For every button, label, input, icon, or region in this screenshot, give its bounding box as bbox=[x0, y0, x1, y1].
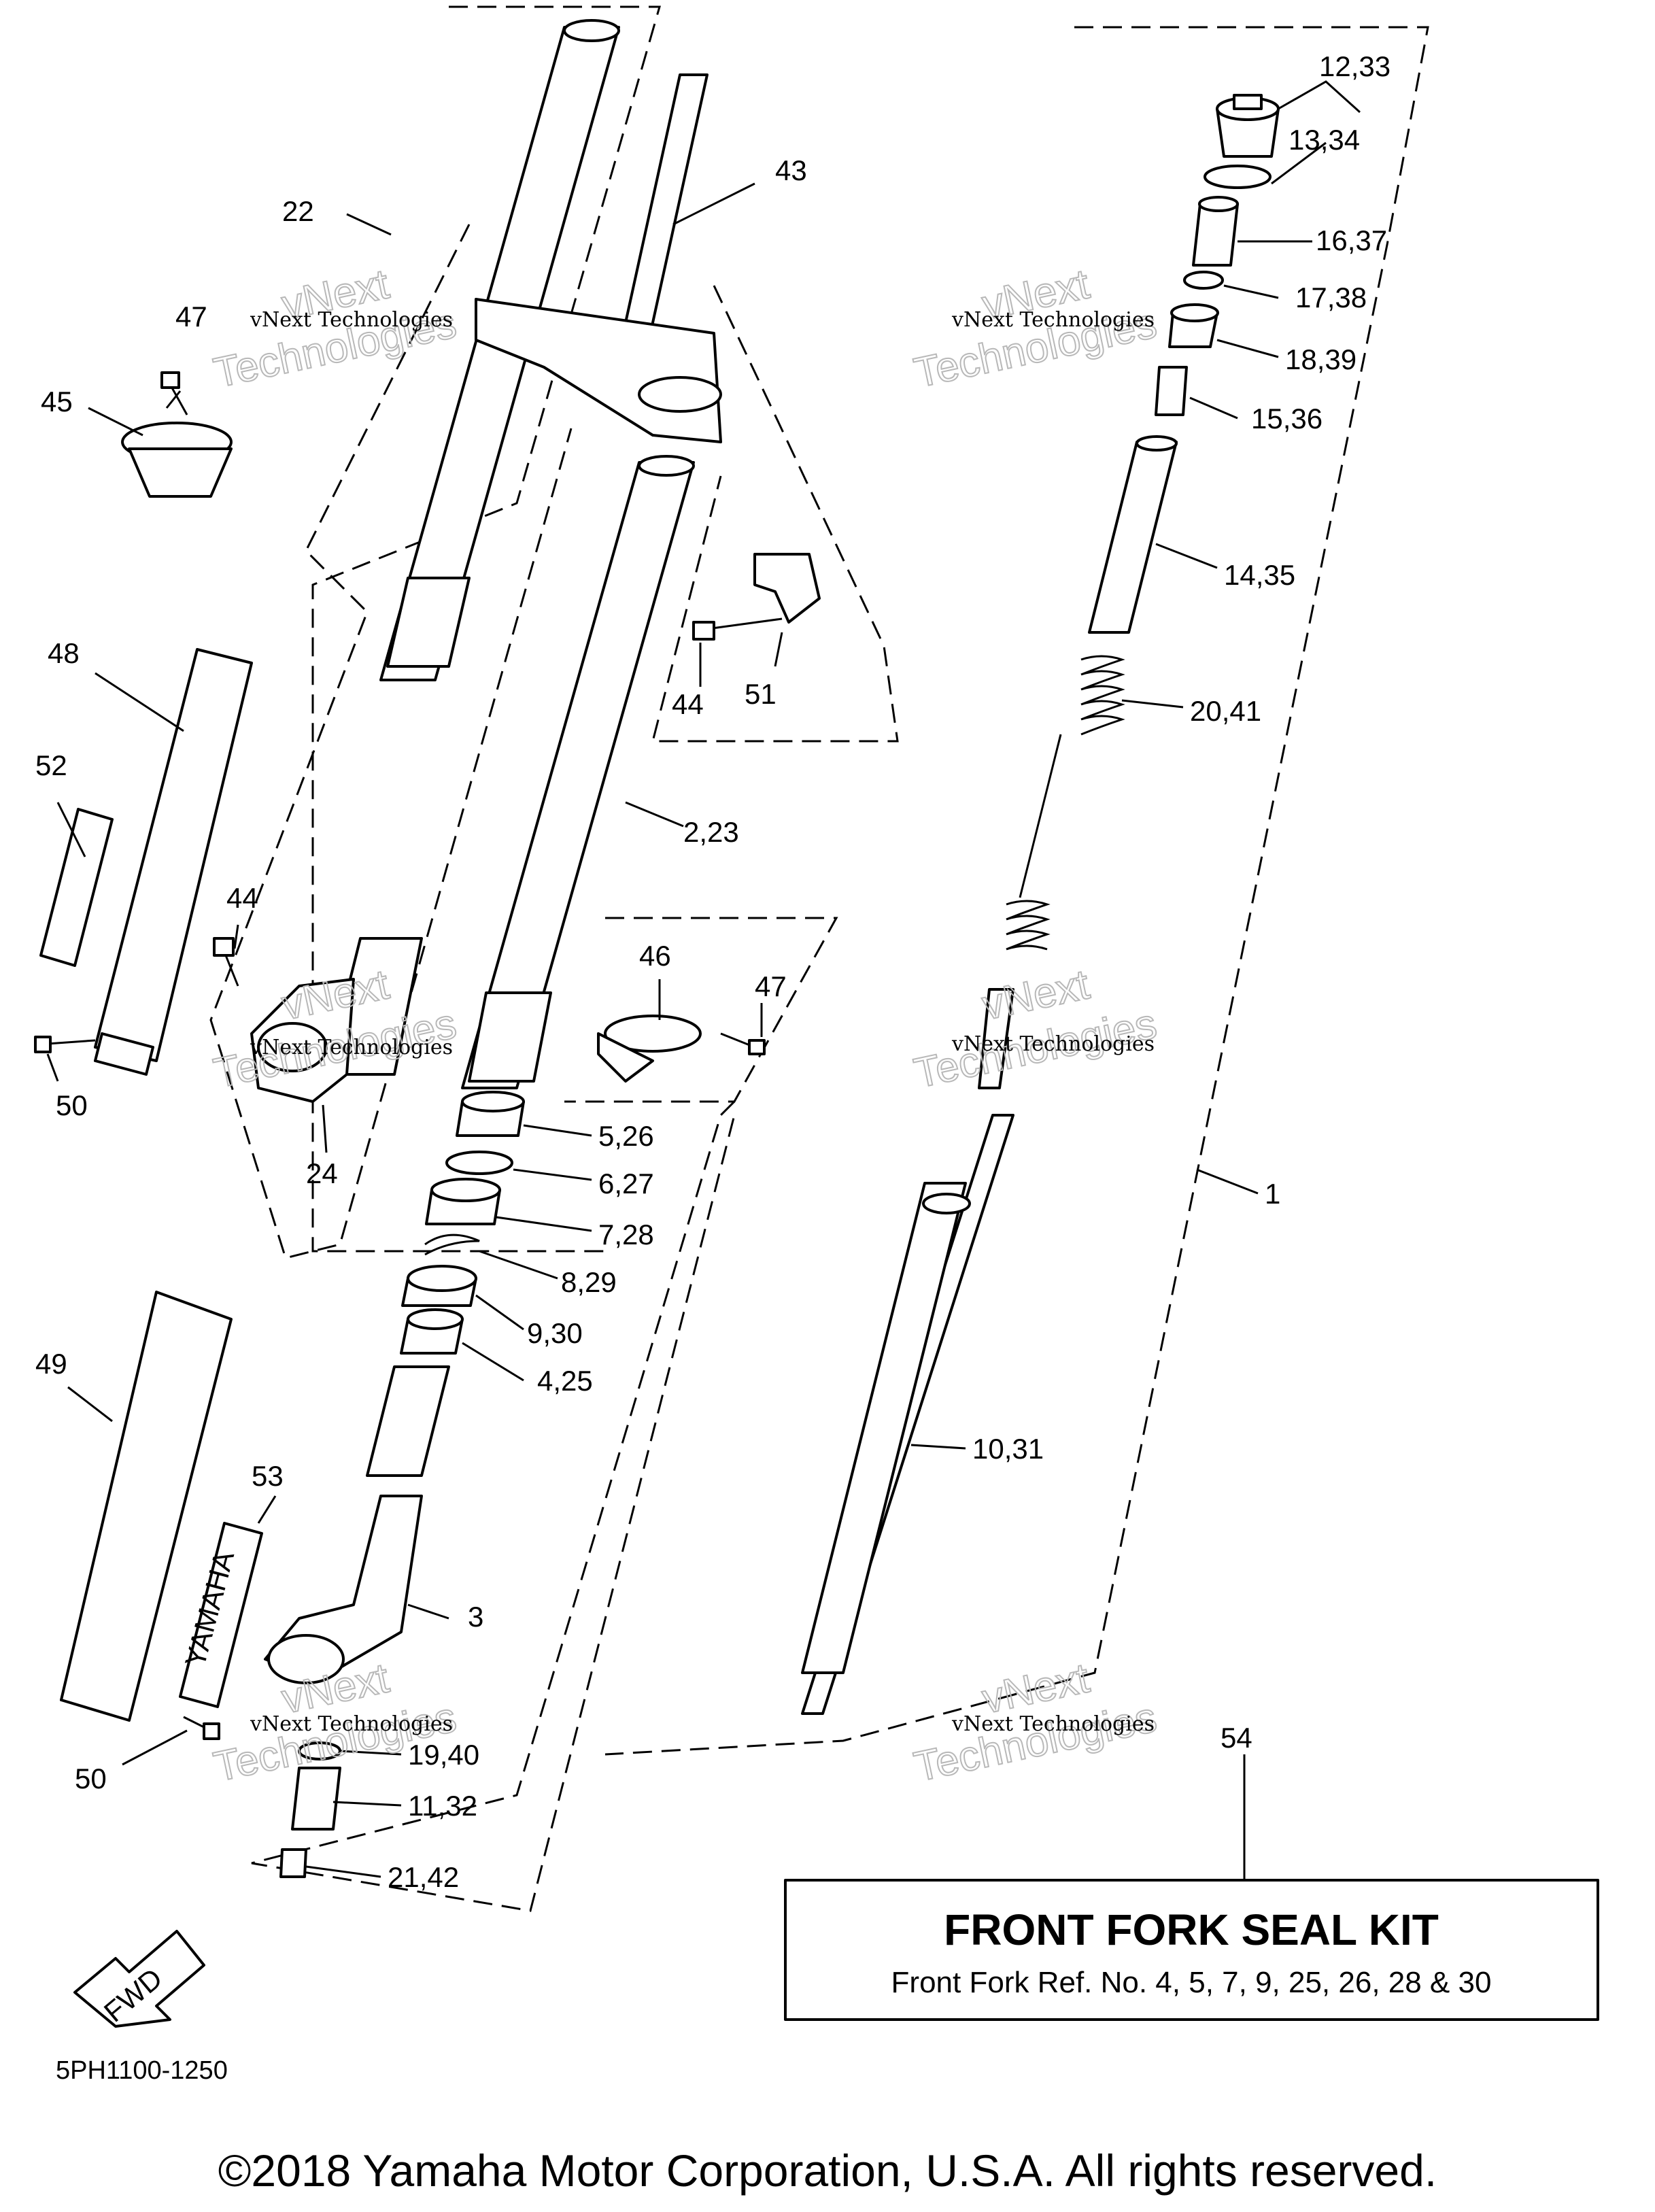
fork-spring bbox=[1006, 655, 1125, 951]
decal-53: YAMAHA bbox=[179, 1522, 263, 1708]
copyright-notice: ©2018 Yamaha Motor Corporation, U.S.A. A… bbox=[218, 2145, 1437, 2196]
callout-20-41: 20,41 bbox=[1190, 695, 1261, 727]
bolt-44-lower bbox=[213, 937, 239, 987]
group-outline-outer-tube bbox=[311, 5, 661, 1253]
group-outline-bracket-51 bbox=[651, 285, 899, 743]
watermark-text: vNext Technologies bbox=[250, 308, 453, 332]
fork-cap-spring bbox=[1192, 196, 1239, 267]
callout-44-lower: 44 bbox=[226, 882, 258, 914]
watermark-text: vNext Technologies bbox=[951, 1712, 1155, 1736]
watermark-text: vNext Technologies bbox=[250, 1036, 453, 1059]
piston-metal bbox=[400, 1308, 464, 1355]
bolt-44-upper bbox=[692, 617, 783, 641]
callout-11-32: 11,32 bbox=[408, 1790, 477, 1822]
callout-47-upper: 47 bbox=[175, 301, 207, 333]
callout-52: 52 bbox=[35, 749, 67, 781]
callout-43: 43 bbox=[775, 154, 807, 186]
callout-48: 48 bbox=[48, 637, 80, 669]
slide-bushing bbox=[456, 1091, 525, 1137]
fork-cap-bolt bbox=[1216, 94, 1280, 158]
callout-15-36: 15,36 bbox=[1251, 403, 1323, 435]
o-ring bbox=[1204, 165, 1272, 189]
callout-49: 49 bbox=[35, 1348, 67, 1380]
diagram-code: 5PH1100-1250 bbox=[56, 2056, 228, 2085]
bolt-50-upper bbox=[34, 1036, 96, 1053]
callout-24: 24 bbox=[306, 1157, 338, 1189]
inner-tube bbox=[461, 455, 695, 1089]
hose-guide-45 bbox=[121, 390, 233, 498]
leader-lines bbox=[46, 80, 1361, 1880]
spring-collar bbox=[1168, 303, 1219, 348]
seal-kit-title: FRONT FORK SEAL KIT bbox=[944, 1905, 1439, 1954]
seal-kit-box: FRONT FORK SEAL KIT Front Fork Ref. No. … bbox=[784, 1879, 1599, 2021]
fwd-arrow-icon: FWD bbox=[73, 1930, 205, 2028]
callout-47-lower: 47 bbox=[755, 970, 787, 1002]
callout-1: 1 bbox=[1265, 1178, 1280, 1210]
callout-19-40: 19,40 bbox=[408, 1739, 479, 1771]
washer-seal bbox=[445, 1151, 513, 1175]
callout-50-upper: 50 bbox=[56, 1089, 88, 1121]
callout-17-38: 17,38 bbox=[1295, 282, 1367, 313]
dust-seal bbox=[401, 1265, 477, 1307]
group-outline-clamp-46 bbox=[564, 917, 838, 1103]
callout-6-27: 6,27 bbox=[598, 1168, 654, 1199]
watermark-text: vNext Technologies bbox=[951, 308, 1155, 332]
drain-bolt bbox=[279, 1848, 307, 1878]
callout-13-34: 13,34 bbox=[1289, 124, 1360, 156]
steering-shaft bbox=[475, 73, 722, 443]
group-outline-lower-tube bbox=[251, 1100, 736, 1912]
outer-tube bbox=[325, 19, 620, 1076]
hose-guide-46 bbox=[597, 1015, 702, 1083]
callout-3: 3 bbox=[468, 1601, 483, 1633]
callout-45: 45 bbox=[41, 386, 73, 418]
bolt-47-lower bbox=[720, 1032, 766, 1055]
callout-46: 46 bbox=[639, 940, 671, 972]
washer bbox=[1183, 271, 1224, 290]
left-axle-bracket bbox=[250, 978, 355, 1103]
callout-10-31: 10,31 bbox=[972, 1433, 1044, 1465]
callout-2-23: 2,23 bbox=[683, 816, 739, 848]
fork-guard-48 bbox=[94, 648, 253, 1076]
callout-21-42: 21,42 bbox=[388, 1861, 459, 1893]
bolt-47-upper bbox=[160, 371, 188, 415]
callout-5-26: 5,26 bbox=[598, 1120, 654, 1152]
callout-54: 54 bbox=[1221, 1722, 1252, 1754]
callout-44-upper: 44 bbox=[672, 688, 704, 720]
callout-9-30: 9,30 bbox=[527, 1317, 583, 1349]
callout-22: 22 bbox=[282, 195, 314, 227]
callout-12-33: 12,33 bbox=[1319, 50, 1390, 82]
callout-labels: 12,33 13,34 16,37 17,38 18,39 15,36 14,3… bbox=[35, 50, 1390, 1893]
callout-14-35: 14,35 bbox=[1224, 559, 1295, 591]
fork-guard-49 bbox=[60, 1291, 233, 1722]
callout-18-39: 18,39 bbox=[1285, 343, 1357, 375]
axle-bracket bbox=[264, 1365, 450, 1684]
circlip bbox=[424, 1233, 480, 1256]
oil-seal bbox=[425, 1178, 501, 1225]
bracket-51 bbox=[753, 553, 821, 624]
seal-kit-subtitle: Front Fork Ref. No. 4, 5, 7, 9, 25, 26, … bbox=[891, 1966, 1492, 1999]
callout-7-28: 7,28 bbox=[598, 1219, 654, 1250]
base-valve bbox=[291, 1767, 341, 1831]
callout-4-25: 4,25 bbox=[537, 1365, 593, 1397]
damper-rod-assembly bbox=[801, 988, 1014, 1715]
bolt-50-lower bbox=[183, 1716, 220, 1740]
callout-53: 53 bbox=[252, 1460, 284, 1492]
watermark-text: vNext Technologies bbox=[951, 1032, 1155, 1056]
group-outline-damper-rod bbox=[604, 26, 1429, 1756]
callout-8-29: 8,29 bbox=[561, 1266, 617, 1298]
locknut bbox=[1155, 366, 1188, 416]
callout-50-lower: 50 bbox=[75, 1763, 107, 1794]
fork-protector-52 bbox=[39, 808, 114, 967]
callout-16-37: 16,37 bbox=[1316, 224, 1387, 256]
group-outline-left-assembly bbox=[209, 224, 573, 1259]
callout-51: 51 bbox=[745, 678, 777, 710]
watermark-text: vNext Technologies bbox=[250, 1712, 453, 1736]
spring-seat-pipe bbox=[1088, 435, 1178, 634]
